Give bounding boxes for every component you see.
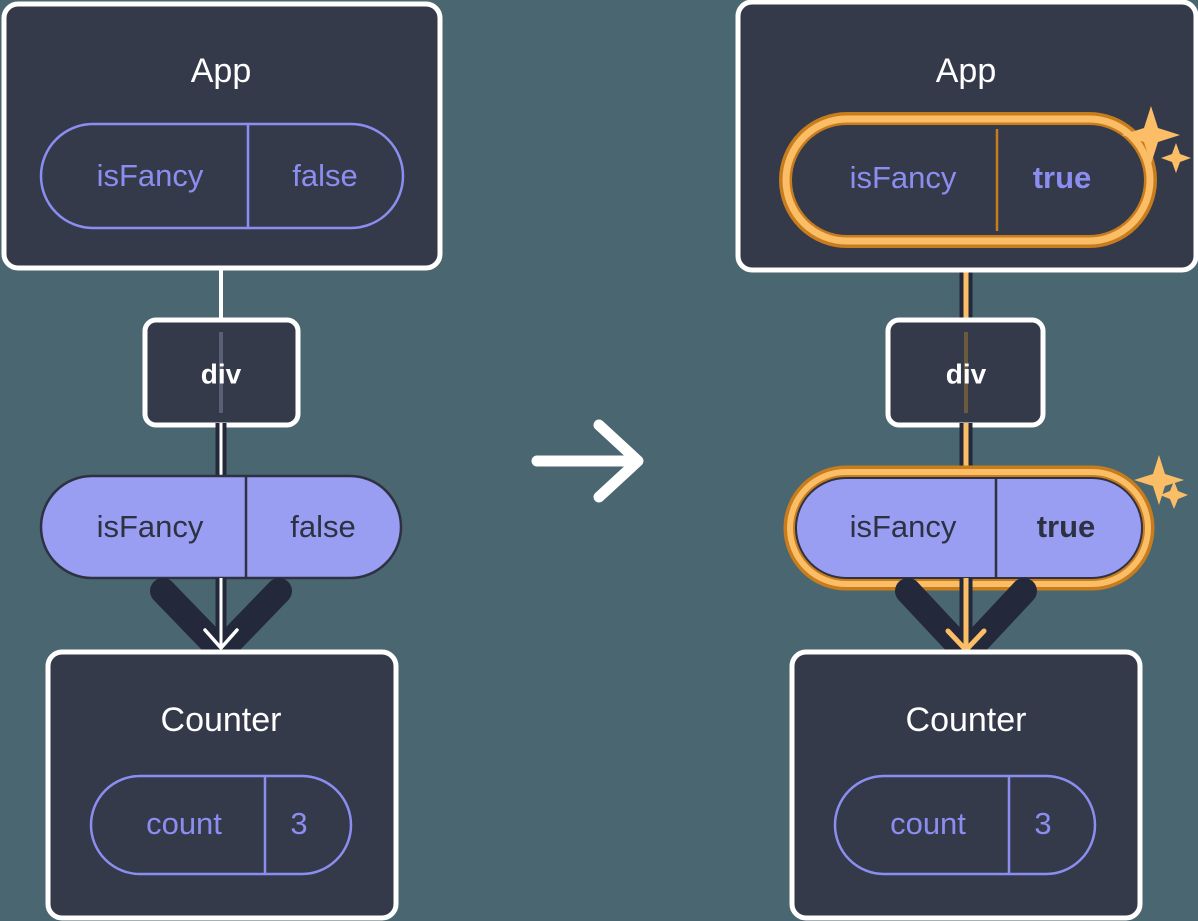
app-state-pill-after: isFancy true bbox=[779, 112, 1157, 248]
node-counter-label-after: Counter bbox=[906, 701, 1027, 739]
node-app-label: App bbox=[191, 52, 252, 90]
app-state-pill-name: isFancy bbox=[97, 158, 204, 193]
panel-after: App isFancy true div isFancy bbox=[735, 0, 1198, 921]
prop-pill-value-after: true bbox=[1037, 509, 1096, 544]
panel-before: App isFancy false div isFancy false bbox=[1, 1, 443, 921]
counter-state-pill-value: 3 bbox=[290, 806, 307, 841]
node-div-label: div bbox=[201, 358, 242, 389]
node-counter-label: Counter bbox=[161, 701, 282, 739]
prop-pill: isFancy false bbox=[39, 474, 403, 580]
arrow-prop-to-counter bbox=[150, 578, 292, 664]
app-state-pill-name-after: isFancy bbox=[850, 160, 957, 195]
arrow-right-icon-head bbox=[593, 419, 644, 503]
app-state-pill-highlight-inner bbox=[782, 115, 1154, 245]
app-state-pill: isFancy false bbox=[39, 122, 405, 230]
counter-state-pill-after: count 3 bbox=[833, 774, 1097, 876]
prop-pill-name: isFancy bbox=[97, 509, 204, 544]
app-state-pill-value-after: true bbox=[1033, 160, 1092, 195]
app-state-pill-value: false bbox=[292, 158, 357, 193]
node-app-label-after: App bbox=[936, 52, 997, 90]
counter-state-pill: count 3 bbox=[89, 774, 353, 876]
counter-state-pill-value-after: 3 bbox=[1034, 806, 1051, 841]
prop-pill-value: false bbox=[290, 509, 355, 544]
node-div-label-after: div bbox=[946, 358, 987, 389]
sparkle-icon-prop bbox=[1134, 455, 1188, 509]
counter-state-pill-shape-after bbox=[833, 774, 1097, 876]
app-state-pill-shape-after bbox=[792, 125, 1144, 235]
node-counter-box bbox=[45, 649, 399, 921]
transition-arrow bbox=[531, 419, 644, 503]
counter-state-pill-name-after: count bbox=[890, 806, 966, 841]
counter-state-pill-name: count bbox=[146, 806, 222, 841]
node-counter-box-after bbox=[789, 649, 1143, 921]
prop-pill-name-after: isFancy bbox=[850, 509, 957, 544]
prop-pill-after: isFancy true bbox=[783, 465, 1155, 591]
app-state-pill-shape bbox=[39, 122, 405, 230]
node-app-box bbox=[1, 1, 443, 271]
counter-state-pill-shape bbox=[89, 774, 353, 876]
sparkle-icon-app bbox=[1122, 106, 1191, 173]
